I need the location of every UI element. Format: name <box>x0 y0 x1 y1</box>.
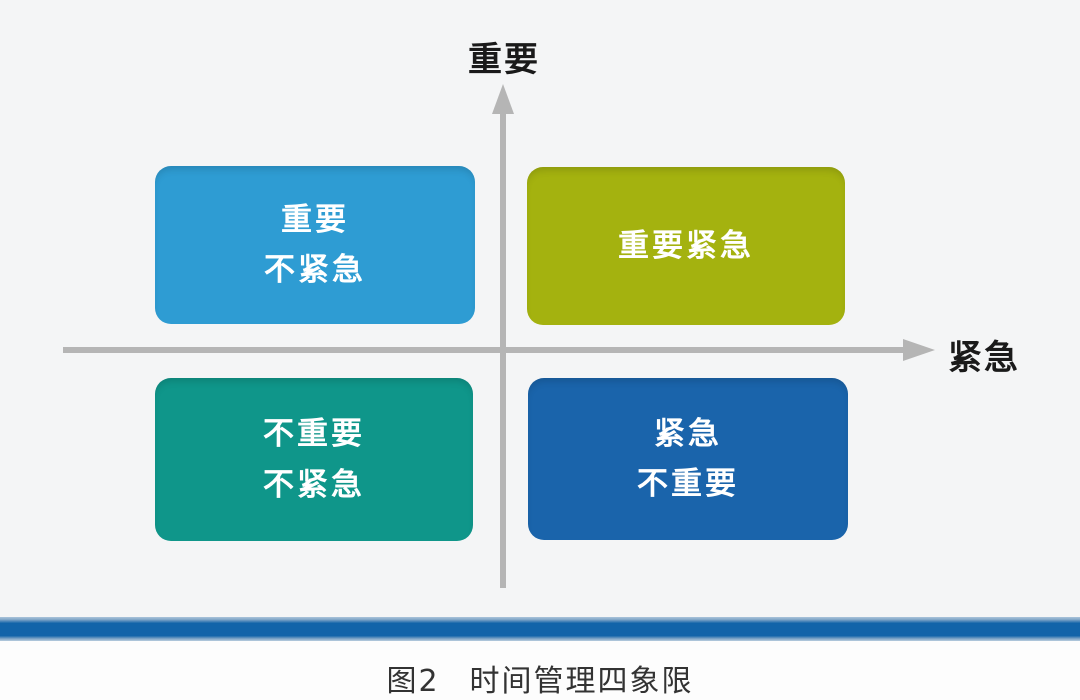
quadrant-important-urgent: 重要紧急 <box>527 167 855 325</box>
diagram-canvas: 重要 紧急 重要 不紧急 重要紧急 不重要 不紧急 紧急 不重要 <box>63 40 1020 588</box>
quadrant-not-important-not-urgent: 不重要 不紧急 <box>155 378 483 541</box>
quadrant-label-line: 不重要 <box>263 416 365 453</box>
vertical-axis-label: 重要 <box>468 40 540 80</box>
horizontal-axis-line <box>63 347 905 353</box>
quadrant-important-not-urgent: 重要 不紧急 <box>155 166 485 324</box>
up-arrowhead-icon <box>492 84 514 114</box>
quadrant-urgent-not-important: 紧急 不重要 <box>528 378 858 540</box>
figure-caption-number: 图2 <box>386 664 440 699</box>
figure-caption: 图2 时间管理四象限 <box>0 656 1080 700</box>
quadrant-label-line: 重要 <box>281 201 349 238</box>
horizontal-axis-label: 紧急 <box>948 338 1020 378</box>
footer-divider-bar <box>0 617 1080 641</box>
figure-caption-title: 时间管理四象限 <box>469 664 694 699</box>
right-arrowhead-icon <box>903 339 935 361</box>
quadrant-label-line: 不重要 <box>637 466 739 502</box>
quadrant-label-line: 不紧急 <box>264 252 366 288</box>
quadrant-label-line: 紧急 <box>654 415 722 452</box>
quadrant-label-line: 重要紧急 <box>618 227 754 264</box>
quadrant-label-line: 不紧急 <box>263 466 365 503</box>
